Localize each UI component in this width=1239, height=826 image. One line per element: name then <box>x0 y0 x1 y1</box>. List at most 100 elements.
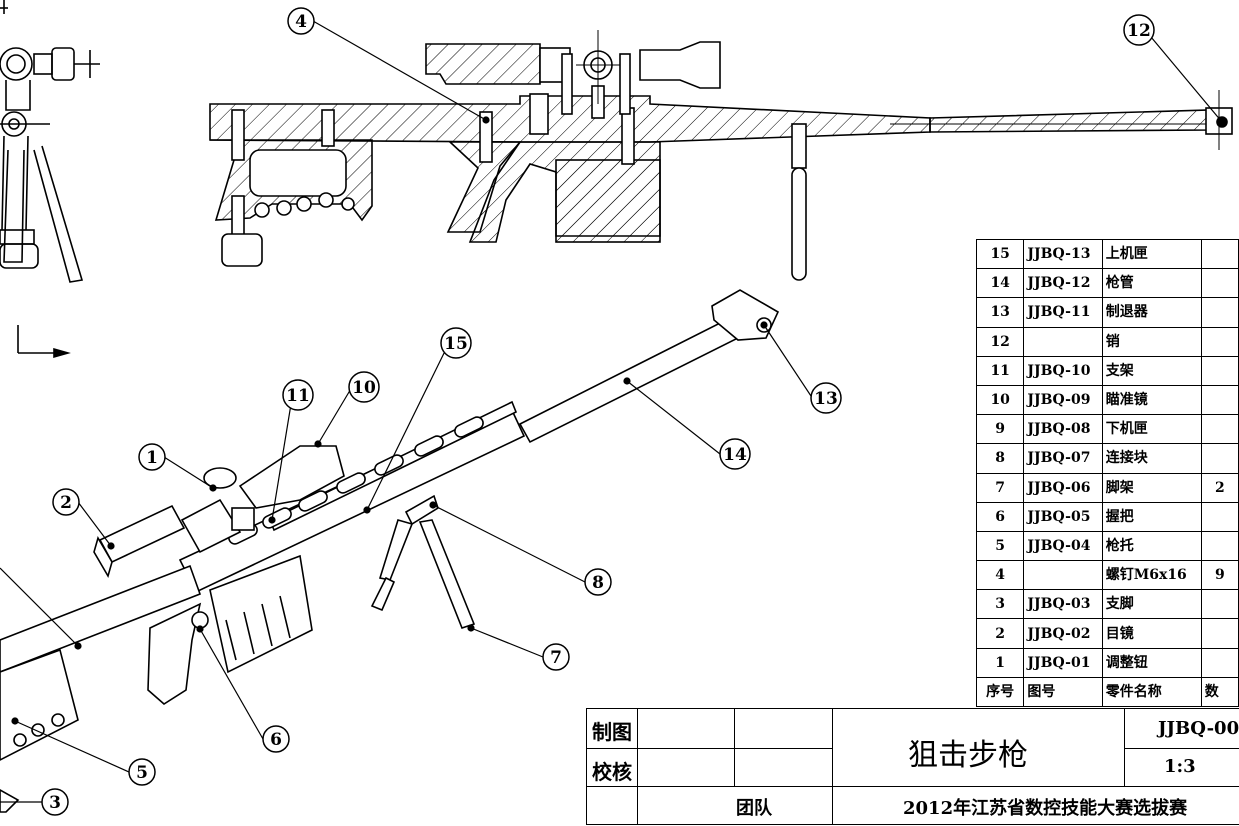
part-qty-cell <box>1200 326 1239 357</box>
svg-text:7: 7 <box>550 648 562 668</box>
part-name-cell: 下机匣 <box>1101 414 1202 445</box>
balloon-7: 7 <box>542 643 570 671</box>
part-qty-cell <box>1200 501 1239 532</box>
product-name: 狙击步枪 <box>908 738 1028 773</box>
part-number-cell: 15 <box>975 238 1025 270</box>
part-number-cell: 14 <box>975 268 1025 299</box>
part-qty-cell <box>1200 355 1239 386</box>
part-name-cell: 支架 <box>1101 355 1202 386</box>
part-qty-cell <box>1200 530 1239 562</box>
part-qty-cell <box>1200 268 1239 299</box>
part-number-cell: 9 <box>975 414 1025 445</box>
part-qty-cell <box>1200 384 1239 416</box>
balloon-5: 5 <box>128 758 156 786</box>
svg-text:8: 8 <box>592 573 604 593</box>
column-header: 序号 <box>975 676 1025 708</box>
part-name-cell: 枪托 <box>1101 530 1202 562</box>
checked-by-label: 校核 <box>592 760 632 784</box>
svg-text:13: 13 <box>814 389 838 409</box>
part-number-cell: 10 <box>975 384 1025 416</box>
part-number-cell: 12 <box>975 326 1025 357</box>
svg-text:10: 10 <box>352 378 376 398</box>
part-code-cell: JJBQ-05 <box>1023 501 1103 532</box>
balloon-15: 15 <box>440 327 472 359</box>
leader-lines <box>0 20 1223 803</box>
balloon-4: 4 <box>287 7 315 35</box>
svg-text:5: 5 <box>136 763 148 783</box>
svg-text:6: 6 <box>270 730 282 750</box>
competition-name: 2012年江苏省数控技能大赛选拔赛 <box>903 798 1188 819</box>
balloon-12: 12 <box>1123 14 1155 46</box>
part-name-cell: 握把 <box>1101 501 1202 532</box>
svg-text:12: 12 <box>1127 21 1151 41</box>
part-number-cell: 6 <box>975 501 1025 532</box>
part-qty-cell <box>1200 647 1239 678</box>
section-view <box>209 30 1233 281</box>
svg-text:3: 3 <box>49 793 61 813</box>
part-code-cell: JJBQ-11 <box>1023 297 1103 328</box>
balloon-2: 2 <box>52 488 80 516</box>
part-code-cell: JJBQ-10 <box>1023 355 1103 386</box>
part-name-cell: 上机匣 <box>1101 238 1202 270</box>
table-header-row: 序号图号零件名称数 <box>975 676 1239 708</box>
scale: 1:3 <box>1164 756 1196 777</box>
part-number-cell: 1 <box>975 647 1025 678</box>
svg-text:1: 1 <box>146 448 158 468</box>
part-name-cell: 瞄准镜 <box>1101 384 1202 416</box>
drawing-number: JJBQ-00 <box>1158 718 1239 739</box>
balloon-14: 14 <box>719 438 751 470</box>
part-name-cell: 制退器 <box>1101 297 1202 328</box>
part-name-cell: 螺钉M6x16 <box>1101 560 1202 591</box>
part-number-cell: 13 <box>975 297 1025 328</box>
part-qty-cell <box>1200 443 1239 474</box>
part-code-cell: JJBQ-13 <box>1023 238 1103 270</box>
part-code-cell <box>1023 326 1103 357</box>
part-number-cell: 7 <box>975 472 1025 503</box>
column-header: 图号 <box>1023 676 1103 708</box>
balloon-1: 1 <box>138 443 166 471</box>
part-qty-cell: 9 <box>1200 560 1239 591</box>
part-number-cell: 5 <box>975 530 1025 562</box>
svg-text:2: 2 <box>60 493 72 513</box>
end-view <box>0 0 100 359</box>
balloon-3: 3 <box>41 788 69 816</box>
part-code-cell: JJBQ-09 <box>1023 384 1103 416</box>
part-code-cell: JJBQ-01 <box>1023 647 1103 678</box>
column-header: 零件名称 <box>1101 676 1202 708</box>
table-row: 12 销 <box>975 326 1239 357</box>
part-qty-cell <box>1200 414 1239 445</box>
balloon-10: 10 <box>348 371 380 403</box>
part-name-cell: 销 <box>1101 326 1202 357</box>
svg-text:14: 14 <box>723 445 747 465</box>
part-code-cell: JJBQ-02 <box>1023 618 1103 649</box>
part-qty-cell: 2 <box>1200 472 1239 503</box>
part-code-cell: JJBQ-07 <box>1023 443 1103 474</box>
svg-text:11: 11 <box>286 386 310 406</box>
part-qty-cell <box>1200 238 1239 270</box>
balloon-6: 6 <box>262 725 290 753</box>
balloon-13: 13 <box>810 382 842 414</box>
part-code-cell: JJBQ-08 <box>1023 414 1103 445</box>
part-name-cell: 支脚 <box>1101 589 1202 620</box>
column-header: 数 <box>1200 676 1239 708</box>
part-code-cell: JJBQ-06 <box>1023 472 1103 503</box>
part-qty-cell <box>1200 297 1239 328</box>
part-name-cell: 目镜 <box>1101 618 1202 649</box>
part-name-cell: 调整钮 <box>1101 647 1202 678</box>
part-number-cell: 4 <box>975 560 1025 591</box>
balloon-11: 11 <box>282 379 314 411</box>
part-code-cell: JJBQ-04 <box>1023 530 1103 562</box>
drawn-by-label: 制图 <box>592 720 632 744</box>
